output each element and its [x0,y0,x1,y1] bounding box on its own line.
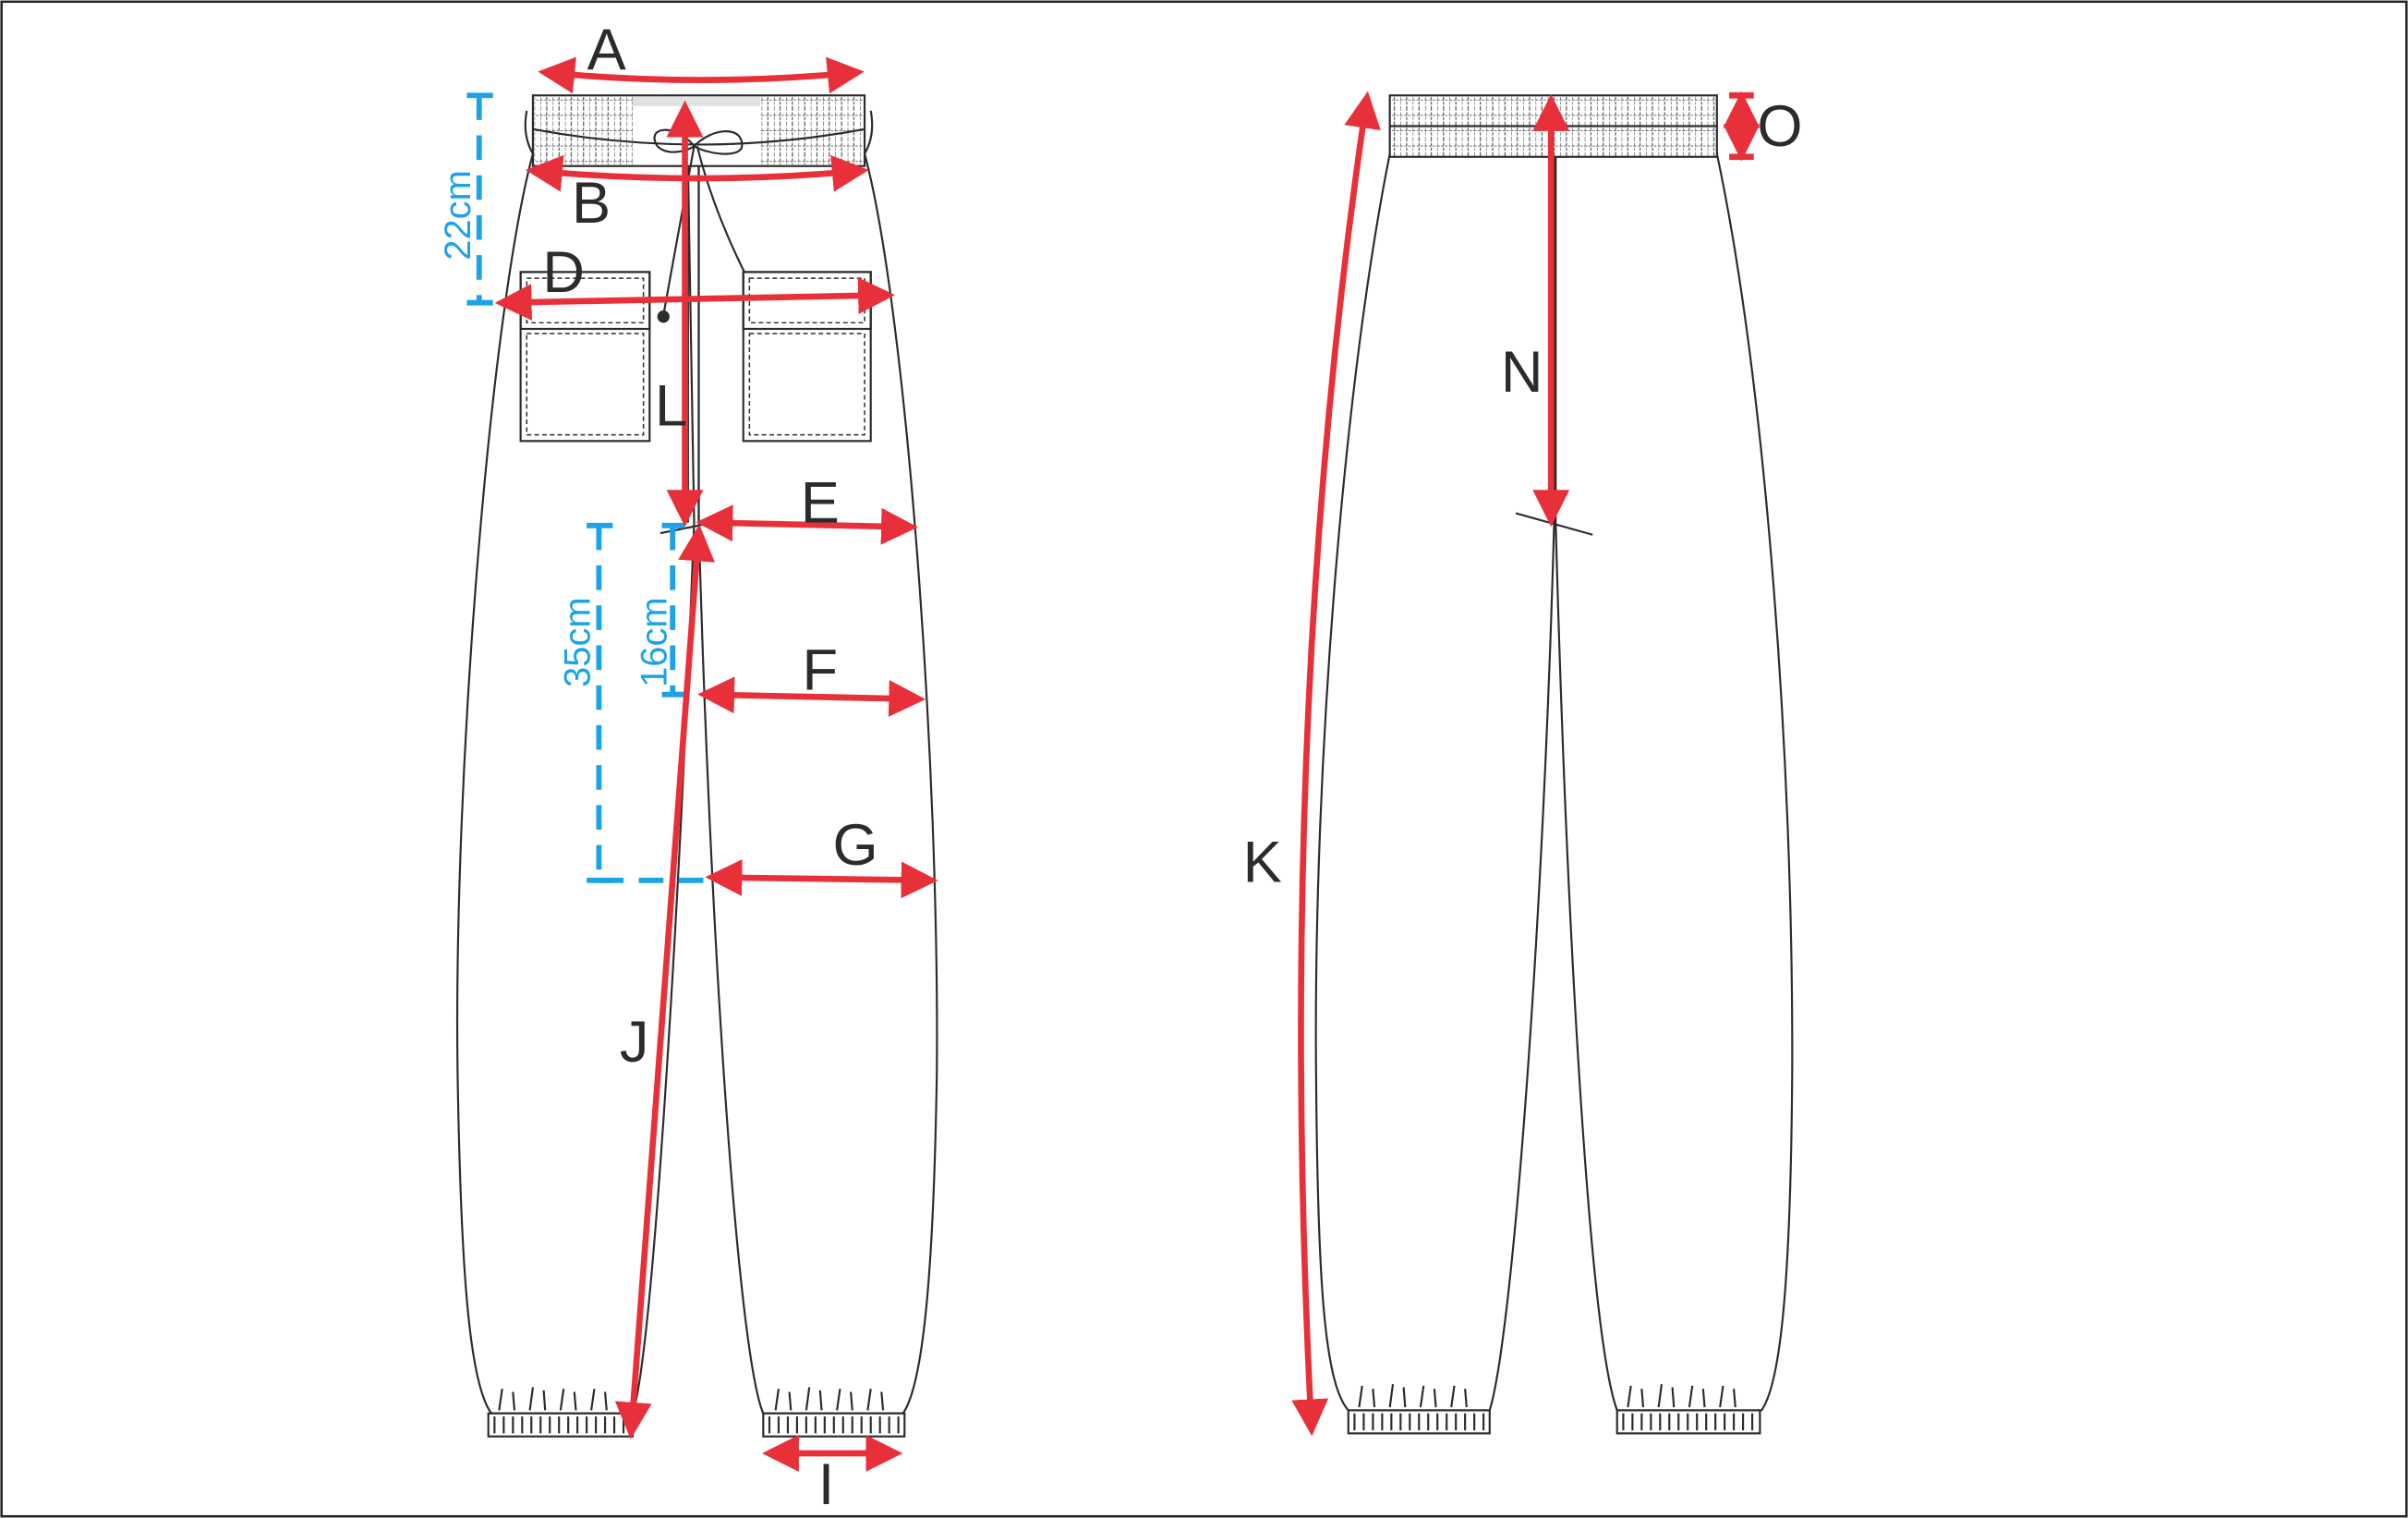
arrow-J [614,524,716,1439]
front-view [455,94,938,1438]
garment-detail [657,310,670,323]
arrow-K [1291,91,1381,1437]
garment-detail [587,522,613,883]
thigh-drop-label: 35cm [557,597,598,687]
garment-detail [1729,91,1754,161]
waistband-rib-right [760,96,864,165]
waistband-rib-left [534,96,634,165]
label-N: N [1501,340,1543,405]
label-F: F [803,638,839,703]
label-I: I [818,1452,835,1517]
arrow-E [696,504,918,545]
garment-detail [748,333,865,436]
cuff-ribbing [493,1416,900,1434]
waist-drop-label: 22cm [438,170,478,261]
label-L: L [655,374,687,439]
label-B: B [572,171,611,236]
arrow-G [705,859,938,899]
garment-detail [466,92,493,306]
arrow-F [697,676,926,717]
label-O: O [1757,94,1802,159]
measurement-labels: A B D L E F G J I K N O [542,18,1802,1517]
garment-detail [526,333,645,436]
waistband-edge [524,110,874,154]
label-D: D [542,240,585,305]
label-E: E [801,470,840,535]
upper-thigh-drop-label: 16cm [635,597,675,687]
left-cuff [487,1412,635,1438]
label-G: G [833,813,878,878]
arrow-A [538,56,865,94]
back-right-leg [1555,152,1794,1412]
label-J: J [620,1010,649,1075]
measurement-arrows [494,56,1761,1472]
label-A: A [587,18,626,82]
label-K: K [1243,831,1282,895]
cuff-gathers [498,1387,885,1411]
waistband-inner [633,96,761,106]
